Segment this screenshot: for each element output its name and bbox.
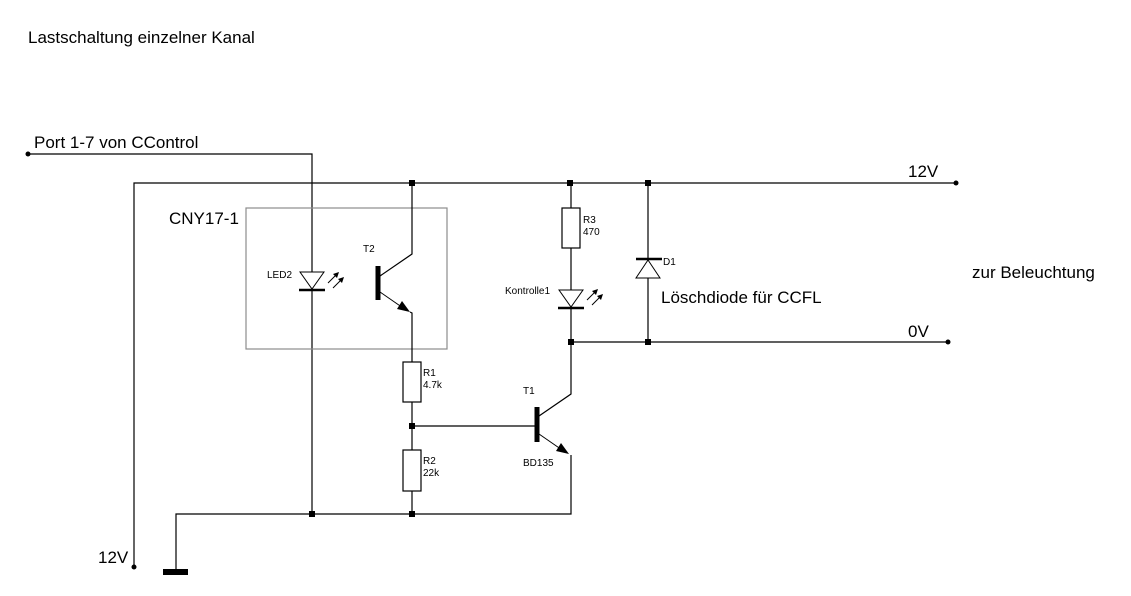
r2-symbol (402, 449, 422, 492)
rail-0v-terminal (945, 339, 951, 345)
rail-0v (568, 339, 951, 345)
rail-0v-label: 0V (908, 322, 929, 341)
t2-symbol (375, 183, 413, 362)
rail-12v-terminal-left (131, 564, 137, 570)
junction (409, 511, 415, 517)
junction (309, 511, 315, 517)
light-emission-icon (586, 289, 603, 306)
junction (568, 339, 574, 345)
d1-ref: D1 (663, 257, 676, 268)
r3-value: 470 (583, 227, 600, 238)
r2-ref: R2 (423, 456, 436, 467)
kontrolle1-symbol (558, 289, 603, 310)
port-input-wire (25, 151, 313, 514)
kontrolle1-ref: Kontrolle1 (505, 286, 550, 297)
junction (645, 339, 651, 345)
t1-symbol (534, 342, 572, 454)
t2-ref: T2 (363, 244, 375, 255)
r1-ref: R1 (423, 368, 436, 379)
schematic-title: Lastschaltung einzelner Kanal (28, 28, 255, 47)
light-emission-icon (327, 272, 344, 289)
port-input-label: Port 1-7 von CControl (34, 133, 198, 152)
ground-rail (163, 455, 572, 575)
t1-value: BD135 (523, 458, 554, 469)
d1-symbol (635, 257, 662, 279)
r3-ref: R3 (583, 215, 596, 226)
port-terminal (25, 151, 31, 157)
rail-12v-left-label: 12V (98, 548, 129, 567)
t1-ref: T1 (523, 386, 535, 397)
led2-symbol (299, 271, 344, 292)
optocoupler-box (245, 207, 448, 350)
r3-symbol (561, 207, 581, 249)
r1-symbol (402, 361, 422, 403)
diode-note: Löschdiode für CCFL (661, 288, 822, 307)
junction (567, 180, 573, 186)
rail-12v (131, 180, 959, 570)
led2-ref: LED2 (267, 270, 292, 281)
load-label: zur Beleuchtung (972, 263, 1095, 282)
r1-value: 4.7k (423, 380, 443, 391)
r2-value: 22k (423, 468, 440, 479)
rail-12v-label: 12V (908, 162, 939, 181)
ground-icon (163, 569, 188, 575)
rail-12v-terminal-right (953, 180, 959, 186)
optocoupler-label: CNY17-1 (169, 209, 239, 228)
